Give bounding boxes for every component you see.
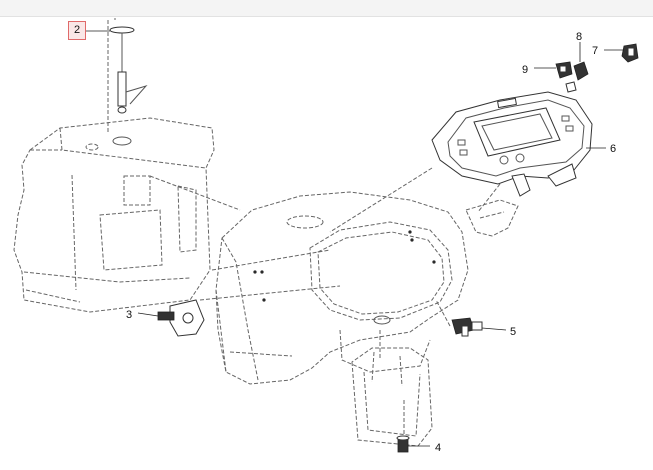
callout-4: 4 xyxy=(435,442,441,454)
callout-6: 6 xyxy=(610,143,616,155)
front-fairing-body xyxy=(215,191,469,385)
callout-2: 2 xyxy=(73,24,81,36)
steering-column-lower xyxy=(351,347,433,447)
instrument-cluster xyxy=(431,91,593,197)
callout-9: 9 xyxy=(522,64,528,76)
callout-8: 8 xyxy=(576,31,582,43)
callout-3: 3 xyxy=(126,309,132,321)
callout-leader-lines xyxy=(86,30,624,447)
callout-2-highlight[interactable]: 2 xyxy=(68,21,86,40)
mounting-bracket xyxy=(465,199,519,237)
fuel-tank-outline xyxy=(13,117,215,313)
top-toolbar-strip xyxy=(0,0,653,17)
sensor-part-3 xyxy=(157,299,205,337)
fuel-sender-assembly xyxy=(107,18,148,132)
assembly-phantom-lines xyxy=(149,167,501,436)
fastener-part-4 xyxy=(396,435,410,453)
switch-part-8 xyxy=(565,61,589,93)
sensor-part-5 xyxy=(451,317,483,337)
callout-5: 5 xyxy=(510,326,516,338)
switch-part-7 xyxy=(621,43,639,63)
switch-part-9 xyxy=(555,61,573,79)
callout-7: 7 xyxy=(592,45,598,57)
